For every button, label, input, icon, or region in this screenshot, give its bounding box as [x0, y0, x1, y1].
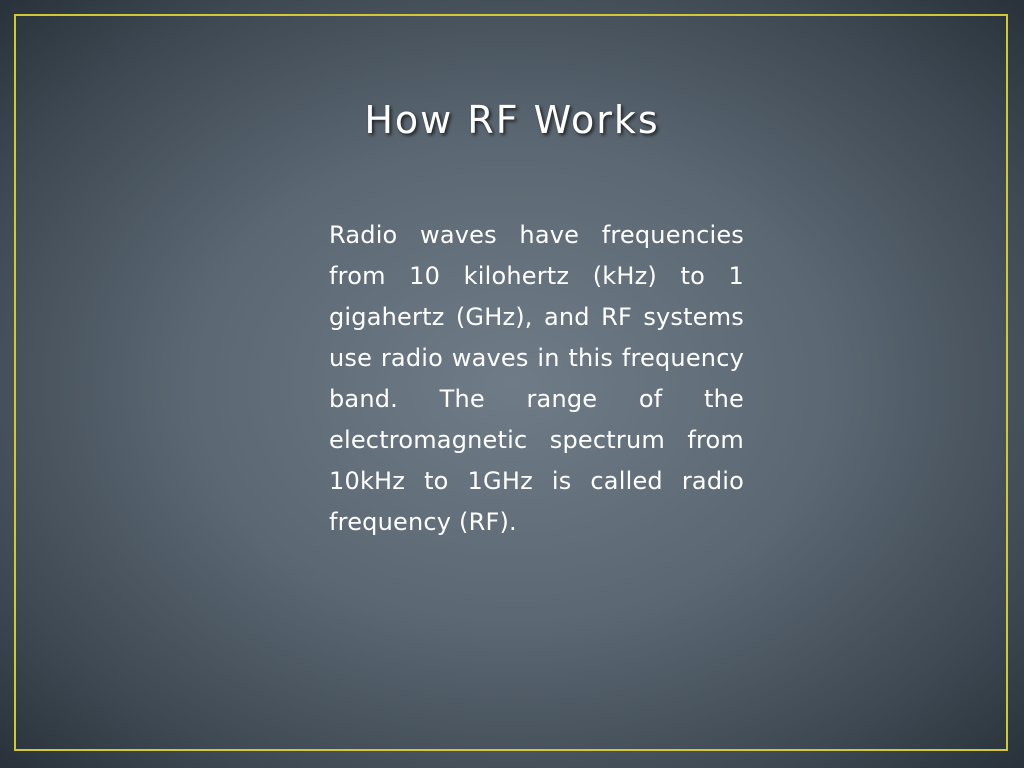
slide-title: How RF Works	[364, 98, 660, 142]
slide-body-text: Radio waves have frequencies from 10 kil…	[329, 221, 744, 536]
slide-border-frame	[14, 14, 1008, 751]
